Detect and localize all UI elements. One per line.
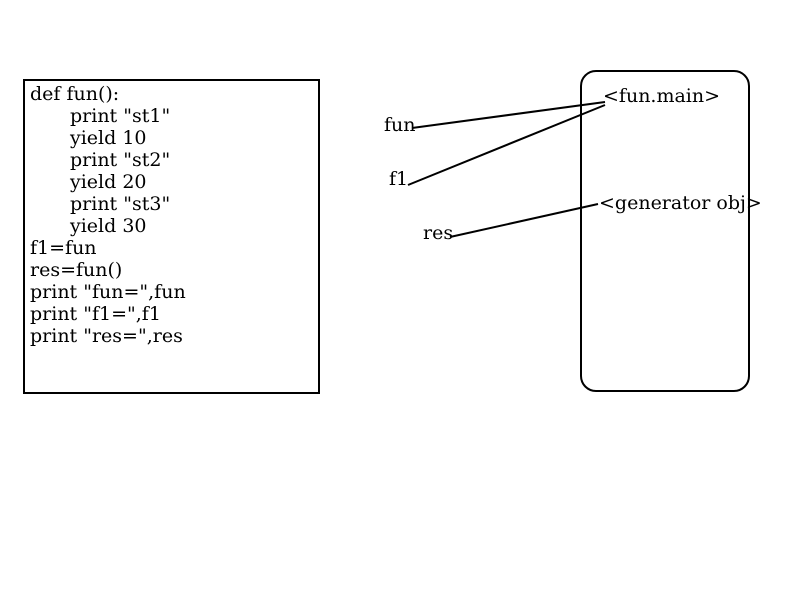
code-line: yield 30 [70, 215, 147, 237]
res-reference-line [449, 203, 599, 238]
f1-reference-line [407, 104, 606, 186]
code-line: def fun(): [30, 83, 120, 105]
code-line: print "fun=",fun [30, 281, 186, 303]
memory-box [580, 70, 750, 392]
code-line: print "res=",res [30, 325, 183, 347]
fun-reference-line [411, 101, 606, 129]
code-listing: def fun(): print "st1" yield 10 print "s… [23, 79, 320, 394]
code-line: f1=fun [30, 237, 97, 259]
function-object-label: <fun.main> [603, 85, 721, 107]
variable-res-label: res [423, 222, 454, 244]
code-line: res=fun() [30, 259, 123, 281]
code-line: yield 10 [70, 127, 147, 149]
variable-fun-label: fun [384, 114, 416, 136]
generator-object-label: <generator obj> [599, 192, 762, 214]
code-line: print "st3" [70, 193, 171, 215]
code-line: print "st2" [70, 149, 171, 171]
code-line: print "f1=",f1 [30, 303, 161, 325]
code-line: yield 20 [70, 171, 147, 193]
variable-f1-label: f1 [389, 168, 409, 190]
code-line: print "st1" [70, 105, 171, 127]
